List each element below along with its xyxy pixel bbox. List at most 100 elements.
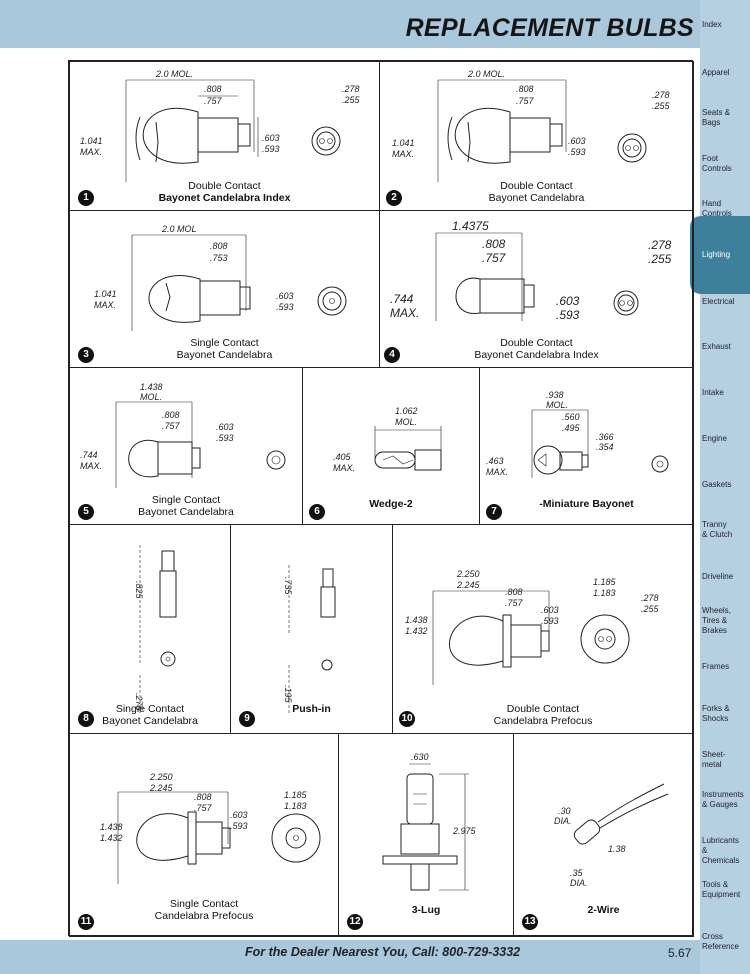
bulb-panel-9: .735 .195 Push-in 9	[230, 524, 393, 734]
bulb-10-dia-top: 1.438	[405, 615, 428, 625]
bulb-8-type: Single Contact	[115, 703, 185, 715]
sidebar-item-electrical[interactable]: Electrical	[702, 297, 735, 306]
bulb-1-end-top: .278	[342, 84, 360, 94]
header-band	[0, 0, 700, 48]
bulb-13-wire: 1.38	[608, 844, 626, 854]
bulb-9-type: Push-in	[292, 703, 331, 715]
sidebar-item-hand-controls[interactable]: Hand Controls	[702, 199, 732, 218]
footer-band	[0, 940, 700, 974]
bulb-1-base-bot: .757	[204, 96, 223, 106]
bulb-3-drawing: 2.0 MOL .808 .753 1.041 MAX. .603 .593	[94, 224, 347, 331]
bulb-11-flange-top: 1.185	[284, 790, 308, 800]
bulb-2-pin-bot: .593	[568, 147, 586, 157]
sidebar-item-exhaust[interactable]: Exhaust	[702, 342, 731, 351]
page-number: 5.67	[668, 946, 692, 960]
sidebar-item-seats-bags[interactable]: Seats & Bags	[702, 108, 731, 127]
bulb-4-subtype: Bayonet Candelabra Index	[474, 349, 599, 361]
bulb-11-base-bot: .757	[194, 803, 213, 813]
sidebar-item-driveline[interactable]: Driveline	[702, 572, 734, 581]
bulb-2-drawing: 2.0 MOL. .808 .757 1.041 MAX. .603 .593 …	[392, 69, 671, 182]
bulb-10-end-bot: .255	[641, 604, 660, 614]
bulb-1-base-top: .808	[204, 84, 222, 94]
bulb-3-dia-unit: MAX.	[94, 300, 116, 310]
bulb-11-overall-top: 2.250	[149, 772, 173, 782]
bulb-5-subtype: Bayonet Candelabra	[138, 506, 234, 518]
bulb-5-pin-top: .603	[216, 422, 234, 432]
bulb-7-overall-dim: .938	[546, 390, 564, 400]
bulb-10-base-bot: .757	[505, 598, 524, 608]
bulb-7-number: 7	[486, 504, 502, 520]
bulb-9-length: .735	[283, 577, 293, 596]
bulb-4-end-bot: .255	[648, 252, 672, 266]
bulb-13-drawing: .30 DIA. 1.38 .35 DIA.	[554, 783, 669, 888]
sidebar-item-intake[interactable]: Intake	[702, 388, 724, 397]
sidebar-item-wheels-tires-brakes[interactable]: Wheels, Tires & Brakes	[702, 606, 731, 635]
bulb-panel-10: 2.250 2.245 .808 .757 1.438 1.432 .603 .…	[392, 524, 694, 734]
bulb-12-drawing: .630 2.975	[382, 752, 477, 891]
bulb-7-dia: .463	[486, 456, 504, 466]
bulb-3-subtype: Bayonet Candelabra	[176, 349, 273, 361]
bulb-4-pin-top: .603	[556, 294, 580, 308]
bulb-12-number: 12	[347, 914, 363, 930]
bulb-4-base-top: .808	[482, 237, 506, 251]
bulb-7-base-bot: .495	[562, 423, 581, 433]
bulb-11-dia-top: 1.438	[100, 822, 123, 832]
bulb-3-number: 3	[78, 347, 94, 363]
sidebar-item-frames[interactable]: Frames	[702, 662, 730, 671]
bulb-panel-5: 1.438 MOL. .808 .757 .744 MAX. .603 .593…	[69, 367, 303, 525]
bulb-1-pin-bot: .593	[262, 144, 280, 154]
bulb-10-subtype: Candelabra Prefocus	[493, 715, 593, 727]
bulb-6-dia-unit: MAX.	[333, 463, 355, 473]
sidebar-item-cross-reference[interactable]: Cross Reference	[702, 932, 739, 951]
bulb-8-length: .825	[134, 581, 144, 600]
bulb-7-drawing: .938 MOL. .560 .495 .463 MAX. .366 .354	[486, 390, 669, 478]
bulb-13-type: 2-Wire	[587, 904, 620, 916]
bulb-2-end-bot: .255	[652, 101, 671, 111]
bulb-11-pin-bot: .593	[230, 821, 248, 831]
bulb-4-number: 4	[384, 347, 400, 363]
sidebar-item-foot-controls[interactable]: Foot Controls	[702, 154, 732, 173]
bulb-5-overall-unit: MOL.	[140, 392, 162, 402]
sidebar-item-apparel[interactable]: Apparel	[702, 68, 730, 77]
sidebar-item-instruments-gauges[interactable]: Instruments & Gauges	[702, 790, 744, 809]
sidebar-item-tools-equipment[interactable]: Tools & Equipment	[702, 880, 741, 899]
bulb-5-drawing: 1.438 MOL. .808 .757 .744 MAX. .603 .593	[80, 382, 286, 488]
bulb-2-type: Double Contact	[500, 180, 573, 192]
bulb-6-type: Wedge-2	[369, 498, 413, 510]
bulb-2-dia: 1.041	[392, 138, 415, 148]
bulb-5-overall-dim: 1.438	[140, 382, 163, 392]
bulb-10-drawing: 2.250 2.245 .808 .757 1.438 1.432 .603 .…	[405, 569, 660, 685]
bulb-9-dia: .195	[283, 685, 293, 704]
sidebar-item-engine[interactable]: Engine	[702, 434, 727, 443]
bulb-11-overall-bot: 2.245	[149, 783, 174, 793]
bulb-panel-2: 2.0 MOL. .808 .757 1.041 MAX. .603 .593 …	[379, 61, 694, 211]
bulb-4-dia: .744	[390, 292, 414, 306]
bulb-13-dia-unit: DIA.	[554, 816, 572, 826]
bulb-8-number: 8	[78, 711, 94, 727]
bulb-4-overall-dim: 1.4375	[452, 219, 489, 233]
bulb-4-drawing: 1.4375 .808 .757 .744 MAX. .603 .593 .27…	[390, 219, 672, 322]
bulb-11-type: Single Contact	[169, 898, 239, 910]
bulb-panel-11: 2.250 2.245 .808 .757 1.438 1.432 .603 .…	[69, 733, 339, 937]
bulb-11-base-top: .808	[194, 792, 212, 802]
bulb-13-dia: .30	[558, 806, 571, 816]
sidebar-item-gaskets[interactable]: Gaskets	[702, 480, 732, 489]
bulb-5-dia: .744	[80, 450, 98, 460]
sidebar-item-index[interactable]: Index	[702, 20, 722, 29]
sidebar-item-lubricants-chemicals[interactable]: Lubricants & Chemicals	[702, 836, 740, 865]
bulb-10-dia-bot: 1.432	[405, 626, 428, 636]
bulb-6-drawing: 1.062 MOL. .405 MAX.	[333, 406, 442, 473]
sidebar-item-lighting[interactable]: Lighting	[702, 250, 731, 259]
bulb-12-top-dim: .630	[411, 752, 429, 762]
bulb-6-overall-unit: MOL.	[395, 417, 417, 427]
bulb-4-dia-unit: MAX.	[390, 306, 419, 320]
bulb-7-pin-top: .366	[596, 432, 614, 442]
bulb-6-number: 6	[309, 504, 325, 520]
bulb-1-subtype: Bayonet Candelabra Index	[158, 192, 291, 204]
sidebar-item-sheet-metal[interactable]: Sheet-metal	[702, 750, 726, 769]
bulb-2-overall-dim: 2.0 MOL.	[467, 69, 505, 79]
sidebar-item-tranny-clutch[interactable]: Tranny & Clutch	[702, 520, 733, 539]
bulb-9-number: 9	[239, 711, 255, 727]
sidebar-item-forks-shocks[interactable]: Forks & Shocks	[702, 704, 730, 723]
bulb-5-type: Single Contact	[151, 494, 221, 506]
